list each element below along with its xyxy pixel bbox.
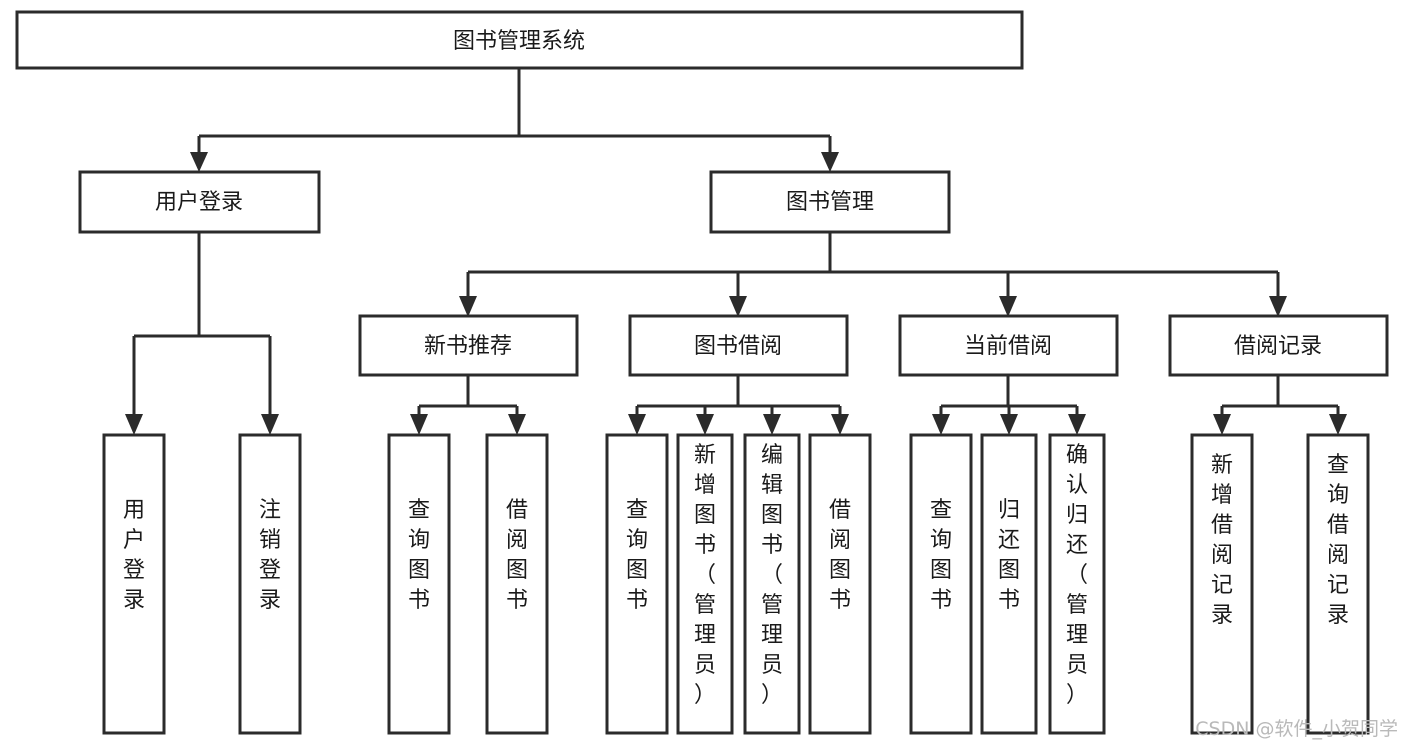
leaf-query-book-2-label: 查询图书	[626, 498, 648, 613]
arrowhead-borrow-record	[1269, 296, 1287, 317]
leaf-add-book-label: 新增图书（管理员）	[694, 443, 716, 708]
leaf-query-book-3-label: 查询图书	[930, 498, 952, 613]
node-current-borrow[interactable]: 当前借阅	[898, 314, 1119, 377]
leaf-add-record-box[interactable]	[1190, 433, 1254, 735]
leaf-edit-book-label: 编辑图书（管理员）	[761, 443, 783, 708]
arrowhead-leaf-query-book-3	[932, 414, 950, 435]
leaf-query-book-1-label: 查询图书	[408, 498, 430, 613]
node-new-book-recommend[interactable]: 新书推荐	[358, 314, 579, 377]
node-book-borrow[interactable]: 图书借阅	[628, 314, 849, 377]
node-current-borrow-label: 当前借阅	[964, 334, 1052, 359]
leaf-query-book-1-box[interactable]	[387, 433, 451, 735]
node-user-login-label: 用户登录	[155, 190, 243, 215]
arrowhead-book-borrow	[729, 296, 747, 317]
arrowhead-leaf-borrow-book-1	[508, 414, 526, 435]
node-user-login[interactable]: 用户登录	[78, 170, 321, 234]
node-book-borrow-label: 图书借阅	[694, 334, 782, 359]
arrowhead-leaf-add-record	[1213, 414, 1231, 435]
leaf-borrow-book-2[interactable]: 借阅图书	[808, 433, 872, 735]
leaf-logout[interactable]: 注销登录	[238, 433, 302, 735]
arrowhead-leaf-query-book-2	[628, 414, 646, 435]
node-root[interactable]: 图书管理系统	[15, 10, 1024, 70]
leaf-query-record-label: 查询借阅记录	[1327, 453, 1349, 628]
leaf-borrow-book-1[interactable]: 借阅图书	[485, 433, 549, 735]
arrowhead-leaf-query-book-1	[410, 414, 428, 435]
node-book-borrow-box[interactable]	[628, 314, 849, 377]
leaf-logout-box[interactable]	[238, 433, 302, 735]
leaf-edit-book-box[interactable]	[743, 433, 801, 735]
node-borrow-record-label: 借阅记录	[1234, 334, 1322, 359]
arrowhead-leaf-logout	[261, 414, 279, 435]
arrowhead-leaf-borrow-book-2	[831, 414, 849, 435]
leaf-borrow-book-1-box[interactable]	[485, 433, 549, 735]
node-book-management-label: 图书管理	[786, 190, 874, 215]
leaf-query-book-3[interactable]: 查询图书	[909, 433, 973, 735]
csdn-watermark: CSDN @软件_小贺同学	[1195, 718, 1398, 740]
leaf-query-book-2-box[interactable]	[605, 433, 669, 735]
node-root-box[interactable]	[15, 10, 1024, 70]
arrowhead-leaf-edit-book	[763, 414, 781, 435]
arrowhead-leaf-return-book	[1000, 414, 1018, 435]
leaf-return-book[interactable]: 归还图书	[980, 433, 1038, 735]
leaf-borrow-book-1-label: 借阅图书	[506, 498, 528, 613]
leaf-add-book-box[interactable]	[676, 433, 734, 735]
leaf-query-book-1[interactable]: 查询图书	[387, 433, 451, 735]
leaf-query-record-box[interactable]	[1306, 433, 1370, 735]
leaf-query-record[interactable]: 查询借阅记录	[1306, 433, 1370, 735]
leaf-user-login-box[interactable]	[102, 433, 166, 735]
node-new-book-recommend-label: 新书推荐	[424, 334, 512, 359]
arrowhead-new-book-recommend	[459, 296, 477, 317]
arrowhead-user-login	[190, 152, 208, 172]
leaf-borrow-book-2-label: 借阅图书	[829, 498, 851, 613]
leaf-add-book[interactable]: 新增图书（管理员）	[676, 433, 734, 735]
leaf-edit-book[interactable]: 编辑图书（管理员）	[743, 433, 801, 735]
node-user-login-box[interactable]	[78, 170, 321, 234]
node-borrow-record-box[interactable]	[1168, 314, 1389, 377]
leaf-confirm-return[interactable]: 确认归还（管理员）	[1048, 433, 1106, 735]
leaf-add-record[interactable]: 新增借阅记录	[1190, 433, 1254, 735]
node-new-book-recommend-box[interactable]	[358, 314, 579, 377]
arrowhead-book-management	[821, 152, 839, 172]
arrowhead-leaf-query-record	[1329, 414, 1347, 435]
arrowhead-leaf-user-login	[125, 414, 143, 435]
node-book-management[interactable]: 图书管理	[709, 170, 951, 234]
node-current-borrow-box[interactable]	[898, 314, 1119, 377]
leaf-add-record-label: 新增借阅记录	[1211, 453, 1233, 628]
connector-layer	[125, 68, 1347, 435]
leaf-return-book-box[interactable]	[980, 433, 1038, 735]
leaf-confirm-return-box[interactable]	[1048, 433, 1106, 735]
leaf-borrow-book-2-box[interactable]	[808, 433, 872, 735]
node-book-management-box[interactable]	[709, 170, 951, 234]
node-root-label: 图书管理系统	[453, 29, 585, 54]
leaf-user-login[interactable]: 用户登录	[102, 433, 166, 735]
arrowhead-leaf-confirm-return	[1068, 414, 1086, 435]
arrowhead-leaf-add-book	[696, 414, 714, 435]
leaf-user-login-label: 用户登录	[123, 498, 145, 613]
arrowhead-current-borrow	[999, 296, 1017, 317]
leaf-query-book-3-box[interactable]	[909, 433, 973, 735]
leaf-query-book-2[interactable]: 查询图书	[605, 433, 669, 735]
leaf-confirm-return-label: 确认归还（管理员）	[1066, 443, 1088, 708]
node-borrow-record[interactable]: 借阅记录	[1168, 314, 1389, 377]
leaf-return-book-label: 归还图书	[998, 498, 1020, 613]
leaf-logout-label: 注销登录	[259, 498, 281, 613]
